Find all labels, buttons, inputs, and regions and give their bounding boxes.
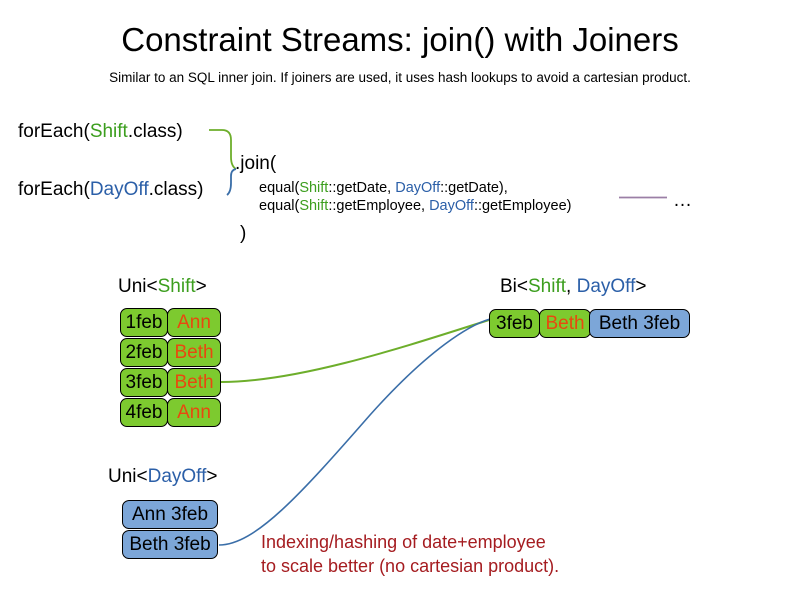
caption-bi: Bi<Shift, DayOff> (500, 275, 646, 299)
code-foreach-shift-type: Shift (89, 121, 128, 142)
code-foreach-shift-prefix: forEach( (18, 121, 90, 142)
caption-bi-type-a: Shift (528, 276, 567, 297)
caption-bi-prefix: Bi< (500, 276, 528, 297)
dayoff-row-1-cell: Beth 3feb (122, 530, 218, 559)
code-joiner-1-left-ref: ::getEmployee, (328, 198, 430, 214)
caption-uni-dayoff-type: DayOff (147, 466, 207, 487)
caption-bi-type-b: DayOff (576, 276, 636, 297)
bi-row-pair-cell: Beth 3feb (589, 309, 690, 338)
code-join-close: ) (240, 223, 247, 244)
shift-row-1-date: 2feb (125, 342, 163, 363)
code-join-open: .join( (235, 153, 277, 174)
caption-bi-suffix: > (635, 276, 647, 297)
shift-row-1-name-cell: Beth (167, 338, 221, 367)
dayoff-row-0-value: Ann 3feb (131, 504, 209, 525)
shift-row-2-name-cell: Beth (167, 368, 221, 397)
annotation-note-line-2: to scale better (no cartesian product). (261, 556, 560, 576)
caption-uni-shift: Uni<Shift> (118, 275, 207, 299)
code-foreach-dayoff-type: DayOff (89, 179, 149, 200)
shift-row-0-name: Ann (177, 312, 211, 333)
page-title: Constraint Streams: join() with Joiners (121, 21, 679, 58)
caption-uni-shift-prefix: Uni< (118, 276, 158, 297)
code-joiner-1-left-type: Shift (299, 198, 329, 214)
shift-row-2-date: 3feb (125, 372, 163, 393)
code-joiner-1-open: equal( (259, 198, 300, 214)
shift-row-2-name: Beth (174, 372, 214, 393)
bi-row-name-cell: Beth (539, 309, 591, 338)
code-foreach-shift: forEach(Shift.class) (18, 120, 183, 144)
code-joiner-1-right-ref: ::getEmployee) (473, 198, 572, 214)
dayoff-row-1-value: Beth 3feb (129, 534, 211, 555)
bi-row-pair: Beth 3feb (598, 313, 681, 334)
page-subtitle: Similar to an SQL inner join. If joiners… (109, 70, 691, 85)
shift-row-1-date-cell: 2feb (120, 338, 168, 367)
code-foreach-shift-suffix: .class) (127, 121, 183, 142)
caption-uni-dayoff-prefix: Uni< (108, 466, 148, 487)
wire-shift-to-bi (220, 319, 490, 383)
annotation-note: Indexing/hashing of date+employee to scal… (261, 530, 559, 578)
code-joiner-0-right-type: DayOff (395, 180, 441, 196)
code-joiner-0: equal(Shift::getDate, DayOff::getDate), (259, 179, 508, 197)
code-ellipsis: … (673, 190, 692, 211)
code-foreach-dayoff: forEach(DayOff.class) (18, 178, 204, 202)
code-joiner-1: equal(Shift::getEmployee, DayOff::getEmp… (259, 197, 571, 215)
bi-row-name: Beth (545, 313, 585, 334)
shift-row-1-name: Beth (174, 342, 214, 363)
wire-dayoff-to-bi (218, 318, 491, 546)
code-joiner-0-open: equal( (259, 180, 300, 196)
code-joiner-1-right-type: DayOff (429, 198, 474, 214)
caption-bi-sep: , (566, 276, 577, 297)
shift-row-3-date: 4feb (125, 402, 163, 423)
caption-uni-dayoff-suffix: > (206, 466, 218, 487)
caption-uni-shift-type: Shift (157, 276, 196, 297)
code-foreach-dayoff-suffix: .class) (148, 179, 204, 200)
caption-uni-shift-suffix: > (195, 276, 207, 297)
code-joiner-0-right-ref: ::getDate), (440, 180, 508, 196)
shift-row-0-date-cell: 1feb (120, 308, 168, 337)
caption-uni-dayoff: Uni<DayOff> (108, 465, 218, 489)
annotation-note-line-1: Indexing/hashing of date+employee (261, 532, 546, 552)
shift-row-2-date-cell: 3feb (120, 368, 168, 397)
shift-row-3-name: Ann (177, 402, 211, 423)
code-joiner-0-left-ref: ::getDate, (328, 180, 396, 196)
shift-row-3-date-cell: 4feb (120, 398, 168, 427)
dayoff-row-0-cell: Ann 3feb (122, 500, 218, 529)
shift-row-0-name-cell: Ann (167, 308, 221, 337)
code-joiner-0-left-type: Shift (299, 180, 329, 196)
brace-green-arm (209, 129, 237, 170)
bi-row-date: 3feb (496, 313, 533, 334)
code-foreach-dayoff-prefix: forEach( (18, 179, 90, 200)
shift-row-3-name-cell: Ann (167, 398, 221, 427)
shift-row-0-date: 1feb (125, 312, 163, 333)
bi-row-date-cell: 3feb (489, 309, 540, 338)
